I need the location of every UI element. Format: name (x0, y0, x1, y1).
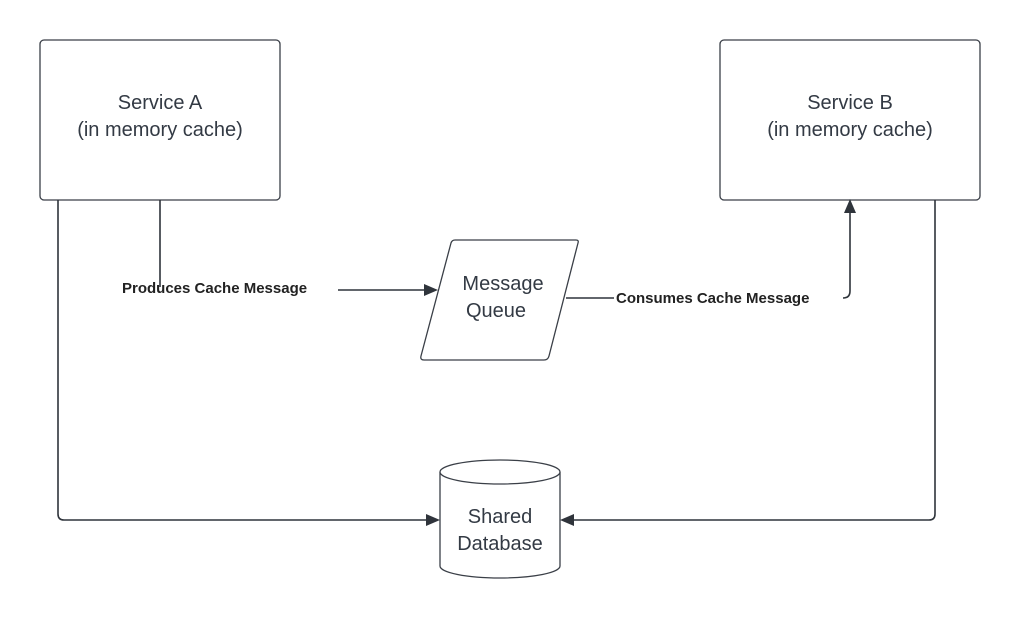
service-b-subtitle: (in memory cache) (767, 119, 933, 141)
consumes-label: Consumes Cache Message (616, 290, 809, 307)
database-body (439, 472, 561, 579)
message-queue-title: Message (462, 273, 543, 295)
produces-arrow-icon (424, 284, 438, 296)
service-a-node: Service A (in memory cache) (39, 39, 281, 201)
consumes-edge-vertical (842, 212, 851, 299)
produces-edge: Produces Cache Message (122, 200, 438, 297)
produces-label: Produces Cache Message (122, 280, 307, 297)
database-top (439, 459, 561, 485)
service-a-database-line (57, 200, 426, 521)
consumes-arrow-icon (844, 199, 856, 213)
consumes-edge: Consumes Cache Message (566, 199, 856, 307)
service-b-database-line (574, 200, 936, 521)
service-a-title: Service A (118, 92, 203, 114)
service-b-database-arrow-icon (560, 514, 574, 526)
database-title: Shared (468, 506, 533, 528)
database-subtitle: Database (457, 533, 543, 555)
service-a-database-arrow-icon (426, 514, 440, 526)
service-a-subtitle: (in memory cache) (77, 119, 243, 141)
service-a-database-edge (57, 200, 440, 526)
service-b-node: Service B (in memory cache) (719, 39, 981, 201)
message-queue-node: Message Queue (420, 239, 579, 361)
service-b-database-edge (560, 200, 936, 526)
message-queue-subtitle: Queue (466, 300, 526, 322)
message-queue-shape (420, 239, 579, 361)
service-b-title: Service B (807, 92, 893, 114)
shared-database-node: Shared Database (439, 459, 561, 579)
